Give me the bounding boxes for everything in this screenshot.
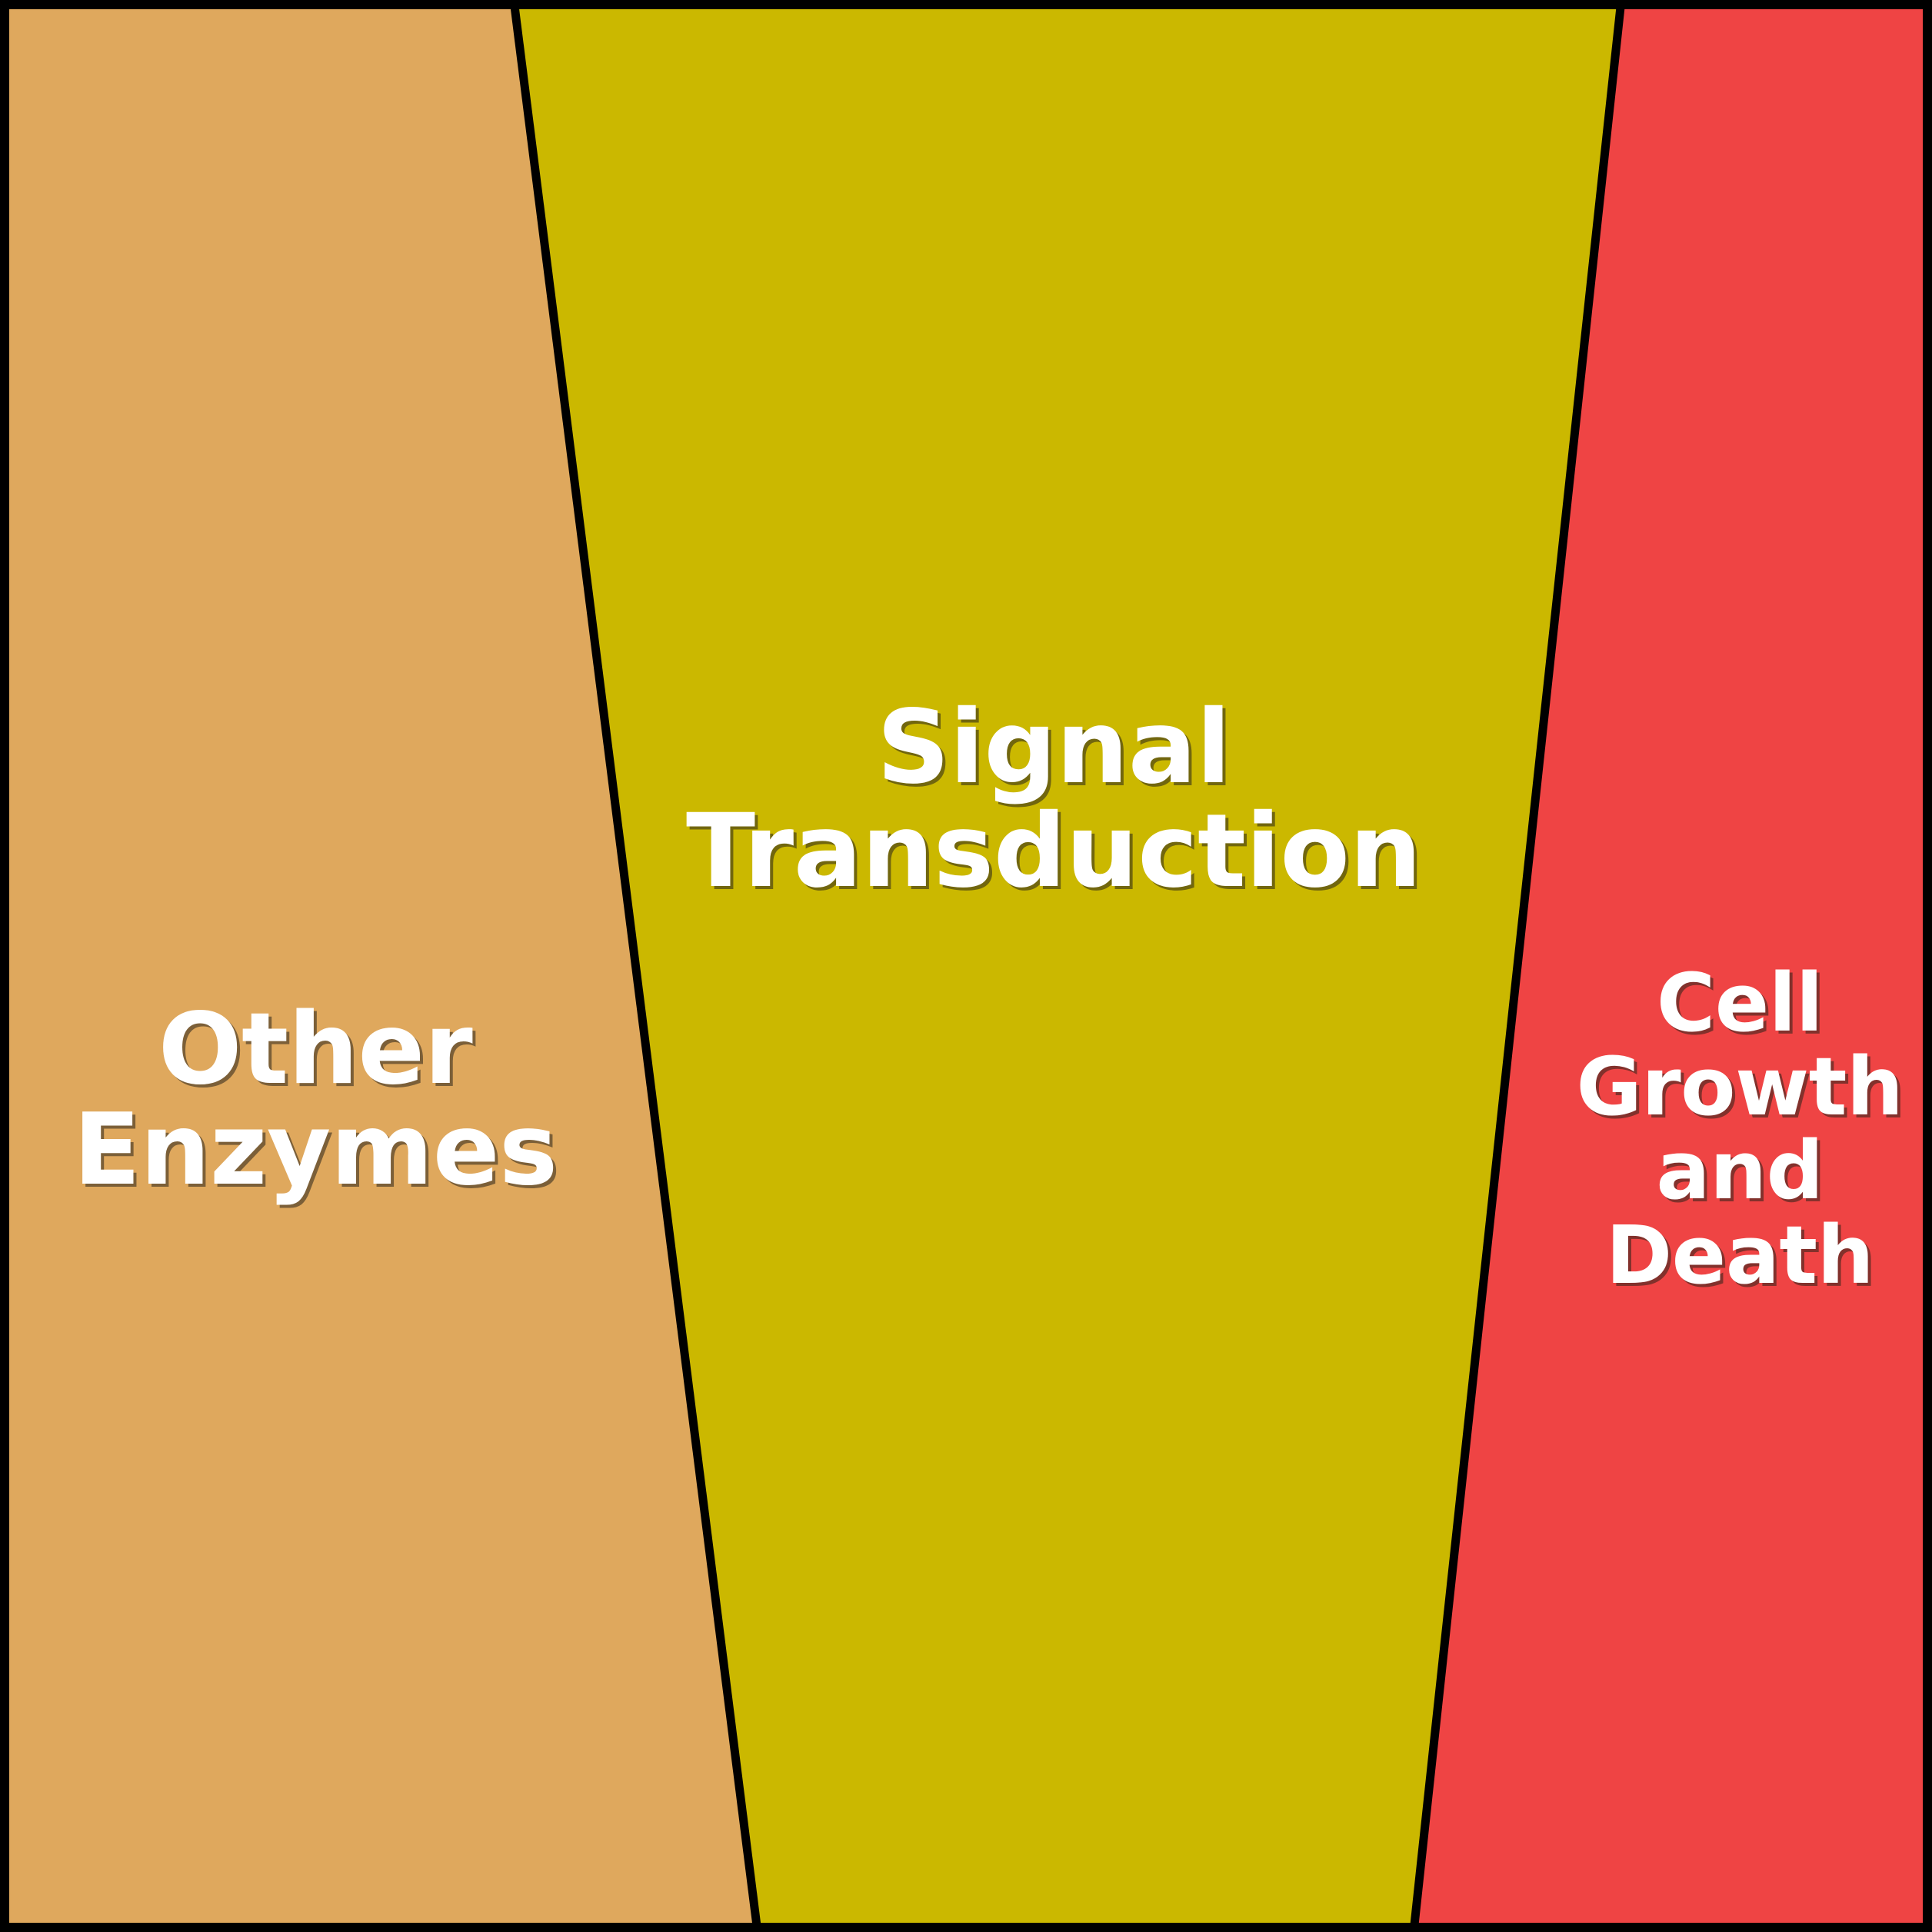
slice-other-enzymes[interactable] [0, 0, 758, 1932]
divider-other-enzymes-signal-transduction [509, 0, 762, 1932]
slice-signal-transduction[interactable] [514, 0, 1621, 1932]
slice-cell-growth-and-death[interactable] [1414, 0, 1932, 1932]
divider-signal-transduction-cell-growth [1409, 0, 1626, 1932]
